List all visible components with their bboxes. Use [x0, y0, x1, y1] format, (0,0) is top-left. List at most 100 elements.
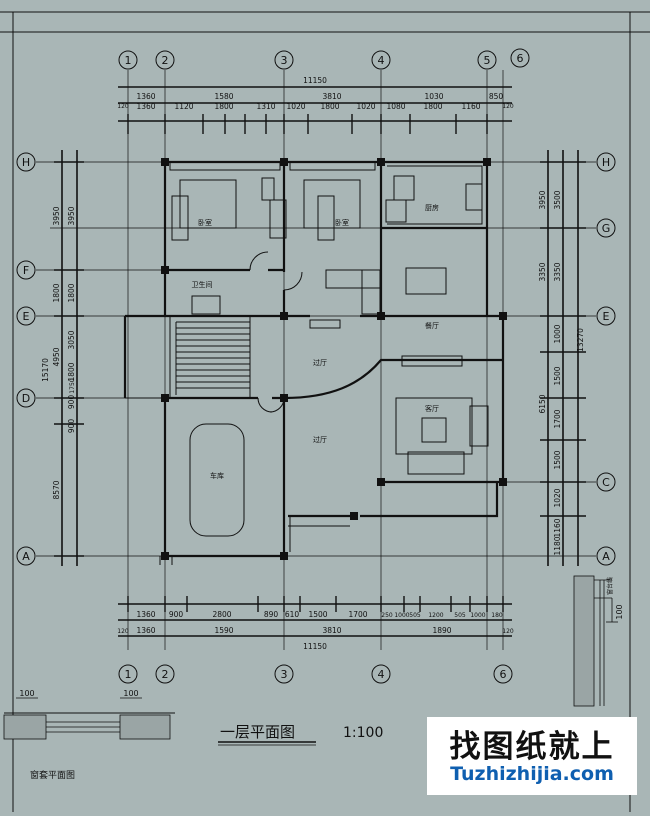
dim-bot1-j: 505 [409, 612, 421, 619]
dim-bot1-i: 1000 [394, 612, 409, 619]
room-bedroom-1: 卧室 [198, 218, 212, 227]
dim-bot2-c: 3810 [322, 626, 341, 635]
car [189, 423, 245, 537]
room-hall-1: 过厅 [313, 358, 327, 367]
row-axis-left-E-circle [16, 306, 36, 326]
room-labels: 卧室 卧室 厨房 卫生间 餐厅 过厅 过厅 客厅 车库 [192, 203, 440, 480]
dim-bot2-b: 1590 [214, 626, 233, 635]
row-axis-left-F-label: F [23, 264, 29, 277]
col-axis-top-2-label: 2 [162, 54, 169, 67]
col-axis-top-1-circle [118, 50, 138, 70]
dim-top2-i: 1800 [423, 102, 442, 111]
col-axis-top-3-circle [274, 50, 294, 70]
dim-top2-e: 1020 [286, 102, 305, 111]
room-living: 客厅 [425, 404, 439, 413]
watermark-url: Tuzhizhijia.com [450, 763, 614, 785]
bed-2 [303, 179, 361, 229]
dim-left-b1: 3950 [67, 206, 76, 225]
row-axis-right-A-label: A [602, 550, 610, 563]
room-bedroom-2: 卧室 [335, 218, 349, 227]
col-axis-top-5-circle [477, 50, 497, 70]
row-axis-right-E-circle [596, 306, 616, 326]
col-axis-bottom-4-label: 4 [378, 668, 385, 681]
total-width-top: 11150 [303, 76, 327, 85]
dim-right-b8: 1160 [553, 518, 562, 537]
interior-lines [125, 161, 483, 565]
col-axis-top-4-circle [371, 50, 391, 70]
col-axis-top-6-label: 6 [517, 52, 524, 65]
row-axis-right-A-circle [596, 546, 616, 566]
dim-right-b2: 3350 [553, 262, 562, 281]
living-rug [395, 397, 473, 455]
dim-top-edge-right: 120 [502, 103, 514, 110]
section-detail-right: 100 窗台线 [573, 575, 624, 707]
dim-top1-c: 3810 [322, 92, 341, 101]
furniture [171, 175, 489, 537]
row-axis-right-H-label: H [602, 156, 610, 169]
col-axis-bottom-6-label: 6 [500, 668, 507, 681]
dim-top2-c: 1800 [214, 102, 233, 111]
drawing-title-block: 一层平面图 1:100 [218, 723, 383, 746]
dim-right-a3: 6150 [538, 394, 547, 413]
top-dimension-lines [61, 86, 579, 637]
row-axis-right-G-label: G [602, 222, 611, 235]
dim-left-a3: 4950 [52, 347, 61, 366]
dim-bot1-l: 505 [454, 612, 466, 619]
dim-bot1-k: 1200 [428, 612, 443, 619]
row-axis-right-H-circle [596, 152, 616, 172]
col-axis-top-4-label: 4 [378, 54, 385, 67]
dim-right-b1: 3500 [553, 190, 562, 209]
dim-left-b3: 3050 [67, 330, 76, 349]
room-hall-2: 过厅 [313, 435, 327, 444]
dim-bot1-n: 180 [491, 612, 503, 619]
dim-left-b6: 1750 [69, 378, 76, 393]
dim-bot1-a: 1360 [136, 610, 155, 619]
room-dining: 餐厅 [425, 321, 439, 330]
dim-bot1-m: 1000 [470, 612, 485, 619]
total-width-bottom: 11150 [303, 642, 327, 651]
dim-left-total: 15170 [41, 358, 50, 382]
detail-title: 窗套平面图 [30, 769, 75, 781]
dim-top1-e: 850 [489, 92, 504, 101]
dim-left-b5: 900 [67, 395, 76, 410]
door-swings [249, 251, 303, 413]
row-axis-left-D-circle [16, 388, 36, 408]
col-axis-bottom-1-circle [118, 664, 138, 684]
col-axis-bottom-2-label: 2 [162, 668, 169, 681]
dim-top2-j: 1160 [461, 102, 480, 111]
col-axis-top-1-label: 1 [125, 54, 132, 67]
dim-bot-edge-left: 120 [117, 628, 129, 635]
dimension-ticks [54, 114, 586, 612]
row-axis-left-A-circle [16, 546, 36, 566]
dim-bot1-e: 610 [285, 610, 300, 619]
dim-bot1-d: 890 [264, 610, 279, 619]
dim-left-b4: 1800 [67, 362, 76, 381]
dim-bot-edge-right: 120 [502, 628, 514, 635]
row-axis-right-C-circle [596, 472, 616, 492]
dim-left-a1: 3950 [52, 206, 61, 225]
dim-left-b7: 900 [67, 419, 76, 434]
row-axis-left-H-circle [16, 152, 36, 172]
dim-bot1-f: 1500 [308, 610, 327, 619]
row-axis-left-A-label: A [22, 550, 30, 563]
dim-left-b2: 1800 [67, 283, 76, 302]
dining-table [405, 267, 447, 295]
watermark-cn: 找图纸就上 [449, 729, 615, 765]
row-axis-right-G-circle [596, 218, 616, 238]
dim-right-b5: 1700 [553, 409, 562, 428]
dim-bot1-c: 2800 [212, 610, 231, 619]
room-kitchen: 厨房 [425, 203, 439, 212]
col-axis-top-6-circle [510, 48, 530, 68]
detail-dim-right: 100 [123, 689, 138, 698]
section-dim: 100 [615, 604, 624, 619]
sofa [407, 451, 465, 475]
dim-right-b7: 1020 [553, 488, 562, 507]
dim-top-edge-left: 120 [117, 103, 129, 110]
section-note: 窗台线 [606, 577, 614, 595]
col-axis-bottom-1-label: 1 [125, 668, 132, 681]
